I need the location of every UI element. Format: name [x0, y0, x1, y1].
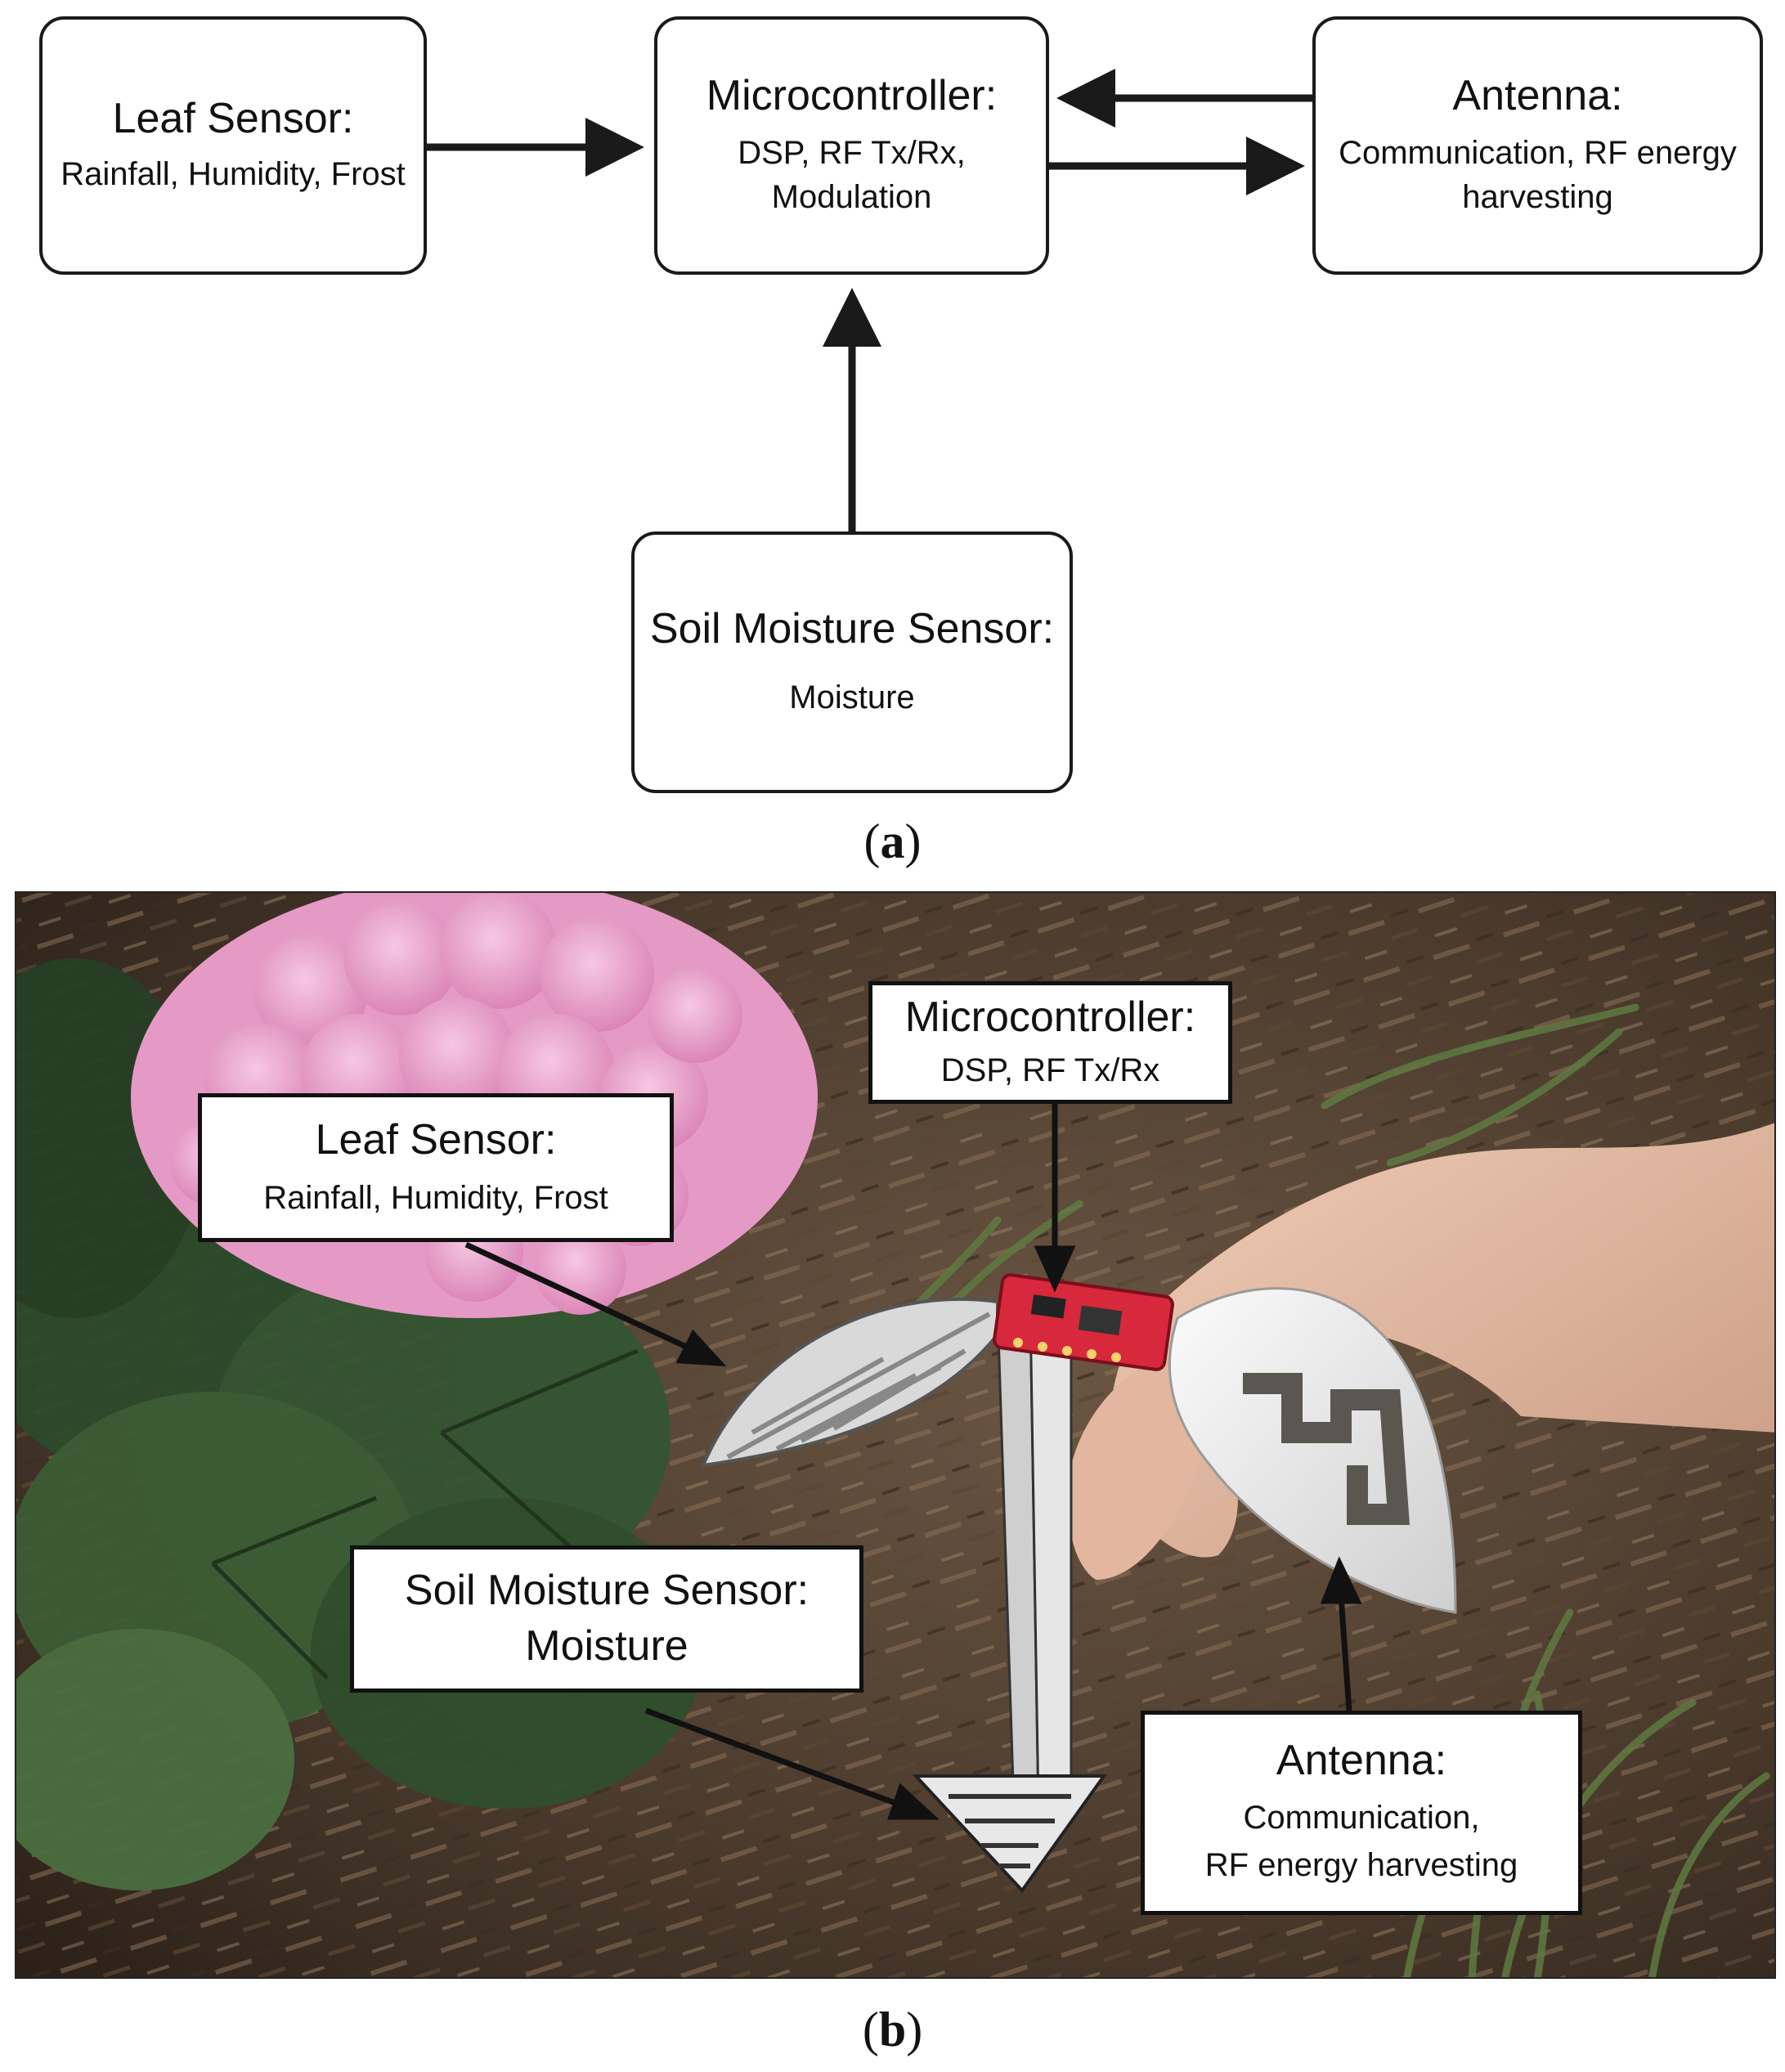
soil-moisture-sensor-block: Soil Moisture Sensor: Moisture — [631, 531, 1073, 793]
photo-label-soil-sensor: Soil Moisture Sensor: Moisture — [350, 1545, 863, 1693]
photo-antenna-title: Antenna: — [1276, 1737, 1447, 1785]
soil-sensor-title: Soil Moisture Sensor: — [649, 605, 1055, 653]
photo-microcontroller-title: Microcontroller: — [904, 993, 1196, 1042]
caption-b-letter: b — [878, 2002, 907, 2056]
antenna-block: Antenna: Communication, RF energy harves… — [1312, 16, 1763, 275]
block-diagram-arrows — [427, 69, 1312, 531]
antenna-subtitle: Communication, RF energy harvesting — [1339, 131, 1737, 219]
soil-moisture-probe — [912, 1308, 1107, 1894]
caption-b: (b) — [0, 2002, 1785, 2058]
leaf-sensor-subtitle: Rainfall, Humidity, Frost — [61, 155, 406, 192]
leaf-sensor-device — [700, 1297, 999, 1468]
photo-leaf-sensor-subtitle: Rainfall, Humidity, Frost — [263, 1179, 608, 1216]
caption-a-letter: a — [880, 814, 905, 868]
photo-label-microcontroller: Microcontroller: DSP, RF Tx/Rx — [868, 981, 1232, 1104]
hand — [1110, 1123, 1774, 1558]
antenna-title: Antenna: — [1452, 72, 1623, 120]
photo-soil-sensor-title: Soil Moisture Sensor: — [404, 1567, 810, 1615]
fingers — [1068, 1351, 1209, 1580]
leaf-sensor-title: Leaf Sensor: — [112, 95, 354, 143]
microcontroller-board — [993, 1273, 1174, 1371]
leaf-sensor-block: Leaf Sensor: Rainfall, Humidity, Frost — [39, 16, 427, 275]
caption-b-close: ) — [906, 2002, 923, 2056]
soil-sensor-subtitle: Moisture — [789, 679, 915, 715]
photo-soil-sensor-subtitle: Moisture — [525, 1622, 688, 1670]
caption-a-open: ( — [863, 814, 881, 868]
antenna-device — [1168, 1287, 1457, 1614]
microcontroller-block: Microcontroller: DSP, RF Tx/Rx, Modulati… — [654, 16, 1049, 275]
antenna-sub-line-2: harvesting — [1462, 178, 1613, 215]
photo-microcontroller-subtitle: DSP, RF Tx/Rx — [940, 1052, 1160, 1088]
microcontroller-title: Microcontroller: — [706, 72, 998, 120]
microcontroller-sub-line-2: Modulation — [771, 178, 932, 215]
microcontroller-sub-line-1: DSP, RF Tx/Rx, — [738, 134, 966, 171]
microcontroller-subtitle: DSP, RF Tx/Rx, Modulation — [738, 131, 966, 219]
photo-label-leaf-sensor: Leaf Sensor: Rainfall, Humidity, Frost — [198, 1093, 674, 1242]
photo-antenna-sub-line-2: RF energy harvesting — [1204, 1846, 1518, 1883]
caption-a: (a) — [0, 814, 1785, 870]
caption-a-close: ) — [904, 814, 922, 868]
photo-label-antenna: Antenna: Communication, RF energy harves… — [1141, 1711, 1582, 1915]
caption-b-open: ( — [862, 2002, 879, 2056]
photo-leaf-sensor-title: Leaf Sensor: — [315, 1116, 557, 1164]
antenna-sub-line-1: Communication, RF energy — [1339, 134, 1737, 171]
photo-arrows — [464, 1097, 1362, 1820]
photo-antenna-sub-line-1: Communication, — [1243, 1799, 1480, 1836]
field-photo: Microcontroller: DSP, RF Tx/Rx Leaf Sens… — [15, 891, 1776, 1979]
